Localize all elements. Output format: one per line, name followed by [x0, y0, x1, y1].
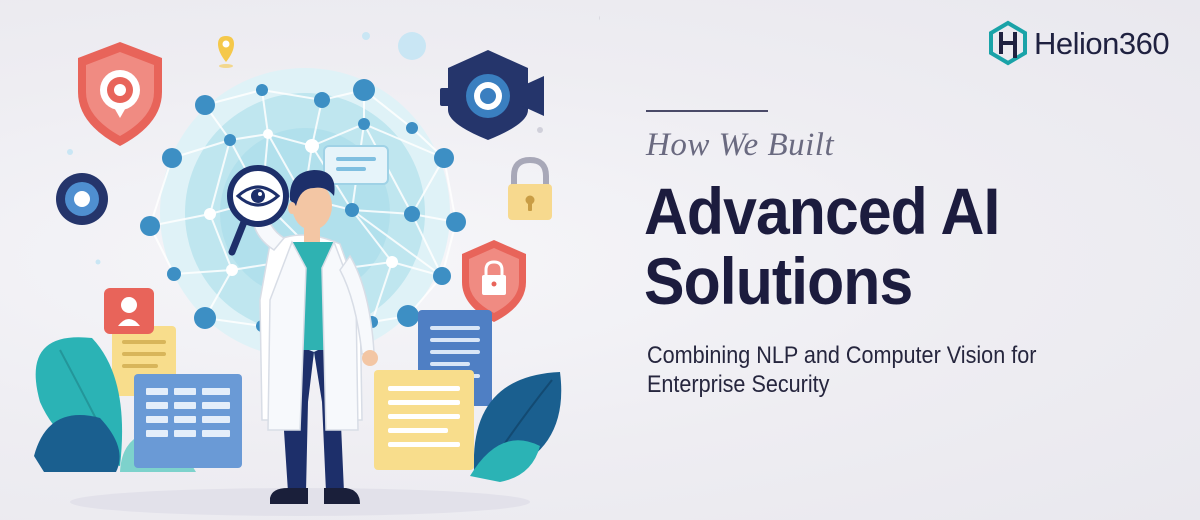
brand-logo[interactable]: Helion360	[986, 20, 1170, 66]
brand-name-word: Helion	[1034, 25, 1119, 61]
brand-name: Helion360	[1034, 25, 1170, 61]
shield-target-icon	[78, 42, 162, 146]
document-icon	[134, 374, 242, 468]
brand-name-number: 360	[1118, 25, 1170, 61]
security-camera-icon	[440, 50, 544, 140]
subtitle: Combining NLP and Computer Vision for En…	[647, 342, 1037, 398]
headline: Advanced AI Solutions	[644, 176, 1141, 316]
decorative-dots	[67, 15, 600, 265]
eye-icon	[56, 173, 108, 225]
document-icon	[374, 370, 474, 470]
magnifier-eye-icon	[227, 165, 289, 256]
padlock-icon	[508, 156, 552, 220]
title-divider	[646, 110, 768, 112]
shield-lock-icon	[462, 240, 526, 322]
headline-line-2: Solutions	[644, 244, 913, 318]
leaf-icon	[470, 372, 562, 482]
helion-hexagon-logo-icon	[989, 20, 1027, 66]
location-pin-icon	[218, 36, 234, 68]
eyebrow-text: How We Built	[646, 127, 835, 163]
scientist-figure	[250, 170, 378, 504]
headline-line-1: Advanced AI	[644, 174, 1000, 248]
chat-bubble-icon	[323, 145, 389, 185]
ai-security-illustration	[34, 15, 600, 516]
